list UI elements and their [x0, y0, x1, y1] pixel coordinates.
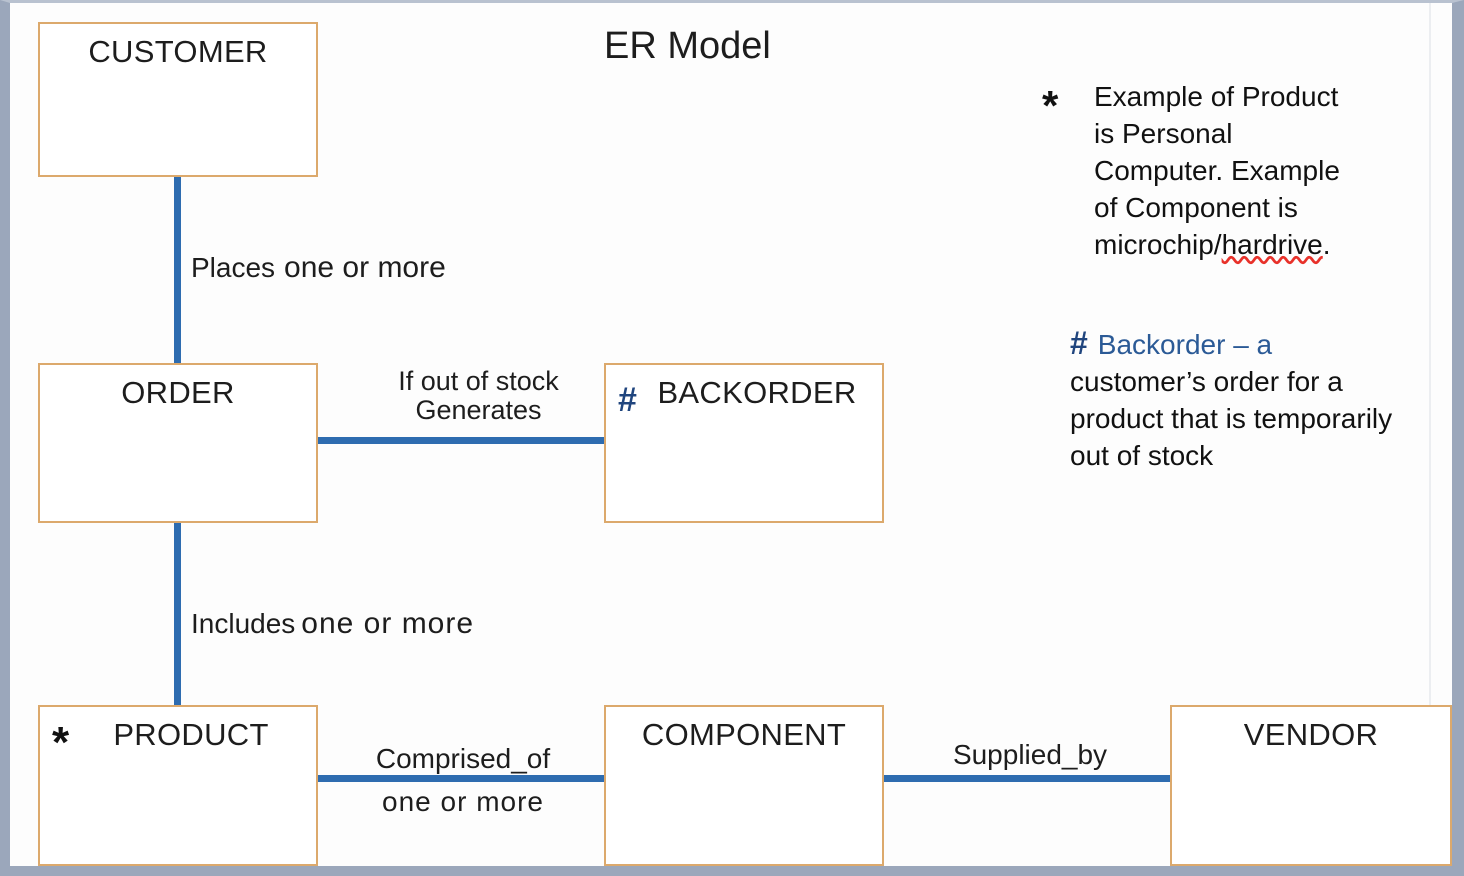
entity-label-product: PRODUCT: [113, 717, 269, 752]
note-hash: # Backorder – a customer’s order for a pr…: [1070, 327, 1410, 475]
page-title: ER Model: [604, 25, 771, 67]
entity-label-backorder: BACKORDER: [657, 375, 857, 410]
entity-label-customer: CUSTOMER: [88, 34, 268, 69]
note-asterisk-text: Example of Product is Personal Computer.…: [1094, 81, 1340, 260]
entity-box-customer[interactable]: CUSTOMER: [38, 22, 318, 177]
connector-order-product: [174, 521, 181, 711]
relationship-label-comprised-of: Comprised_of one or more: [332, 737, 594, 824]
hash-marker-icon: #: [618, 381, 637, 419]
relationship-label-generates: If out of stock Generates: [376, 367, 581, 424]
relationship-cardinality-includes: one or more: [301, 607, 475, 640]
note-hash-text: customer’s order for a product that is t…: [1070, 365, 1393, 471]
entity-box-backorder[interactable]: # BACKORDER: [604, 363, 884, 523]
connector-product-component: [315, 775, 607, 782]
slide-canvas: ER Model CUSTOMER ORDER # BACKORDER * P: [10, 3, 1452, 866]
note-asterisk: * Example of Product is Personal Compute…: [1042, 79, 1352, 264]
relationship-label-places: Places one or more: [191, 251, 446, 285]
connector-component-vendor: [881, 775, 1173, 782]
relationship-condition-generates: If out of stock: [398, 366, 559, 396]
hash-note-marker-icon: #: [1070, 325, 1088, 361]
relationship-label-supplied-by: Supplied_by: [910, 739, 1150, 771]
entity-label-vendor: VENDOR: [1243, 717, 1379, 752]
entity-box-component[interactable]: COMPONENT: [604, 705, 884, 866]
connector-order-backorder: [315, 437, 607, 444]
entity-box-vendor[interactable]: VENDOR: [1170, 705, 1452, 866]
right-margin-rule: [1429, 3, 1431, 866]
connector-customer-order: [174, 175, 181, 365]
entity-label-component: COMPONENT: [641, 717, 847, 752]
note-asterisk-tail: .: [1322, 228, 1331, 260]
relationship-verb-generates: Generates: [415, 394, 542, 425]
entity-label-order: ORDER: [121, 375, 235, 410]
relationship-verb-places: Places: [191, 252, 276, 283]
note-hash-headword: Backorder – a: [1097, 329, 1273, 360]
relationship-verb-supplied-by: Supplied_by: [952, 739, 1108, 770]
entity-box-product[interactable]: * PRODUCT: [38, 705, 318, 866]
relationship-cardinality-comprised-of: one or more: [382, 786, 544, 818]
relationship-cardinality-places: one or more: [284, 251, 446, 284]
asterisk-marker-icon: *: [52, 718, 70, 767]
relationship-verb-includes: Includes: [191, 608, 296, 639]
note-asterisk-misspelled-word: hardrive: [1221, 228, 1323, 260]
asterisk-note-marker-icon: *: [1042, 82, 1059, 129]
relationship-verb-comprised-of: Comprised_of: [375, 743, 551, 774]
entity-box-order[interactable]: ORDER: [38, 363, 318, 523]
note-asterisk-body: Example of Product is Personal Computer.…: [1094, 79, 1352, 264]
